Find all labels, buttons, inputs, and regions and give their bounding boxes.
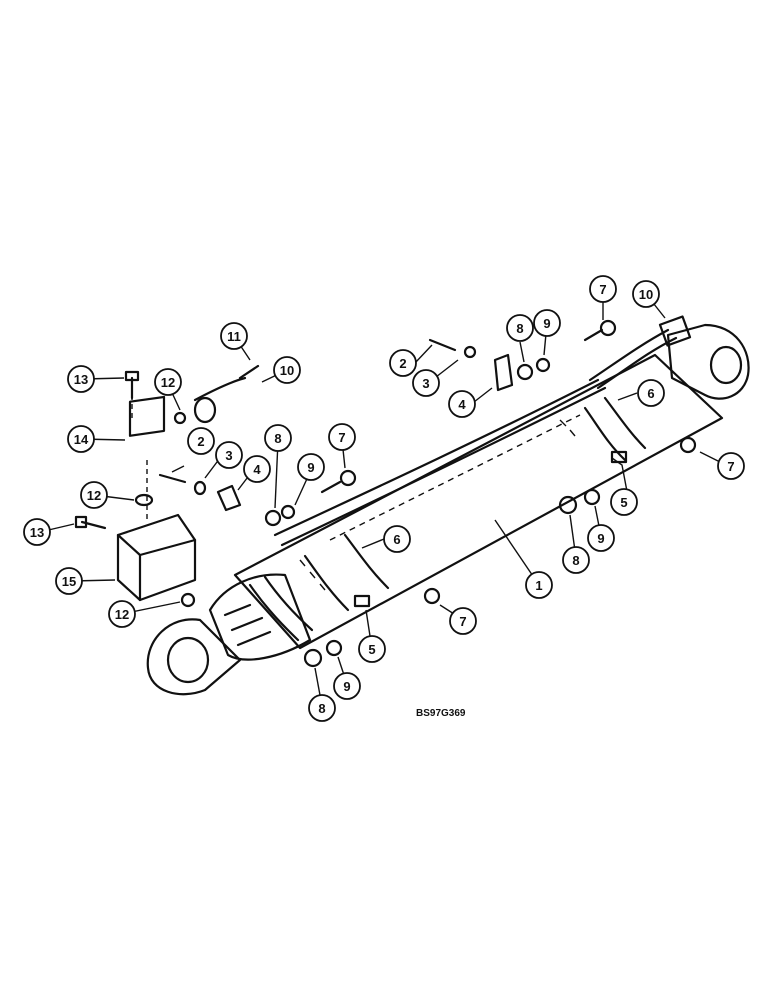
callout-8: 8 [506, 314, 534, 342]
svg-text:7: 7 [338, 430, 345, 445]
callout-1: 1 [525, 571, 553, 599]
callout-12: 12 [154, 368, 182, 396]
svg-text:3: 3 [422, 376, 429, 391]
callout-3: 3 [412, 369, 440, 397]
callout-10: 10 [273, 356, 301, 384]
callout-3: 3 [215, 441, 243, 469]
callout-2: 2 [389, 349, 417, 377]
svg-text:12: 12 [87, 488, 101, 503]
callout-9: 9 [587, 524, 615, 552]
svg-text:1: 1 [535, 578, 542, 593]
svg-text:6: 6 [393, 532, 400, 547]
hydraulic-tube [273, 378, 607, 547]
svg-text:9: 9 [597, 531, 604, 546]
svg-text:10: 10 [280, 363, 294, 378]
svg-text:4: 4 [458, 397, 466, 412]
svg-text:2: 2 [399, 356, 406, 371]
callout-7: 7 [449, 607, 477, 635]
callout-12: 12 [108, 600, 136, 628]
callout-13: 13 [67, 365, 95, 393]
callout-9: 9 [297, 453, 325, 481]
callout-5: 5 [358, 635, 386, 663]
svg-text:8: 8 [572, 553, 579, 568]
svg-text:15: 15 [62, 574, 76, 589]
svg-text:7: 7 [727, 459, 734, 474]
cylinder-barrel [233, 353, 724, 650]
callout-7: 7 [328, 423, 356, 451]
svg-text:14: 14 [74, 432, 89, 447]
callout-15: 15 [55, 567, 83, 595]
fittings [74, 319, 697, 668]
callout-9: 9 [533, 309, 561, 337]
callout-9: 9 [333, 672, 361, 700]
svg-text:8: 8 [318, 701, 325, 716]
drawing-reference: BS97G369 [416, 708, 466, 719]
svg-text:9: 9 [343, 679, 350, 694]
callout-8: 8 [308, 694, 336, 722]
callout-13: 13 [23, 518, 51, 546]
svg-text:12: 12 [115, 607, 129, 622]
callout-4: 4 [448, 390, 476, 418]
svg-text:12: 12 [161, 375, 175, 390]
callout-5: 5 [610, 488, 638, 516]
valve-block-assembly [116, 395, 197, 602]
hydraulic-hose [588, 328, 678, 390]
svg-text:13: 13 [74, 372, 88, 387]
svg-text:7: 7 [459, 614, 466, 629]
callout-7: 7 [717, 452, 745, 480]
svg-text:8: 8 [516, 321, 523, 336]
svg-text:6: 6 [647, 386, 654, 401]
callout-6: 6 [637, 379, 665, 407]
svg-text:9: 9 [543, 316, 550, 331]
svg-text:13: 13 [30, 525, 44, 540]
svg-text:4: 4 [253, 462, 261, 477]
svg-text:5: 5 [368, 642, 375, 657]
svg-text:11: 11 [227, 329, 241, 344]
callout-2: 2 [187, 427, 215, 455]
svg-text:8: 8 [274, 431, 281, 446]
callout-7: 7 [589, 275, 617, 303]
callout-11: 11 [220, 322, 248, 350]
svg-text:10: 10 [639, 287, 653, 302]
svg-text:5: 5 [620, 495, 627, 510]
svg-text:3: 3 [225, 448, 232, 463]
callout-10: 10 [632, 280, 660, 308]
callout-14: 14 [67, 425, 95, 453]
callout-12: 12 [80, 481, 108, 509]
rod-end-eye [658, 315, 750, 400]
svg-text:2: 2 [197, 434, 204, 449]
svg-text:9: 9 [307, 460, 314, 475]
callout-6: 6 [383, 525, 411, 553]
svg-text:7: 7 [599, 282, 606, 297]
cylinder-head-end [146, 573, 312, 696]
callout-8: 8 [264, 424, 292, 452]
callout-4: 4 [243, 455, 271, 483]
callout-8: 8 [562, 546, 590, 574]
